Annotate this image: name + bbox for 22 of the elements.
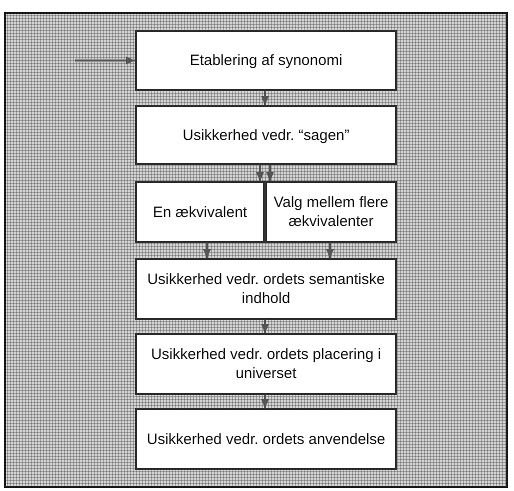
process-box [265, 181, 397, 243]
arrow [261, 395, 269, 408]
process-box [135, 105, 397, 165]
arrow [261, 91, 269, 105]
box-text: Valg mellem flere ækvivalenter [272, 193, 390, 231]
arrow [326, 243, 334, 258]
arrow [256, 165, 264, 181]
box-text: Usikkerhed vedr. “sagen” [182, 126, 350, 144]
box-text: Usikkerhed vedr. ordets placering i universet [150, 345, 382, 383]
box-text: En ækvivalent [152, 202, 248, 222]
arrow [261, 320, 269, 333]
arrow [266, 165, 274, 181]
process-box [135, 30, 397, 91]
process-box [135, 258, 397, 320]
process-box [135, 333, 397, 395]
box-text: Usikkerhed vedr. ordets semantiske indhold [146, 270, 386, 308]
arrow [75, 56, 135, 64]
box-text: Etablering af synonomi [190, 51, 342, 70]
box-text: Usikkerhed vedr. ordets anvendelse [146, 430, 386, 448]
process-box [135, 408, 397, 470]
process-box [135, 181, 265, 243]
arrow [203, 243, 211, 258]
